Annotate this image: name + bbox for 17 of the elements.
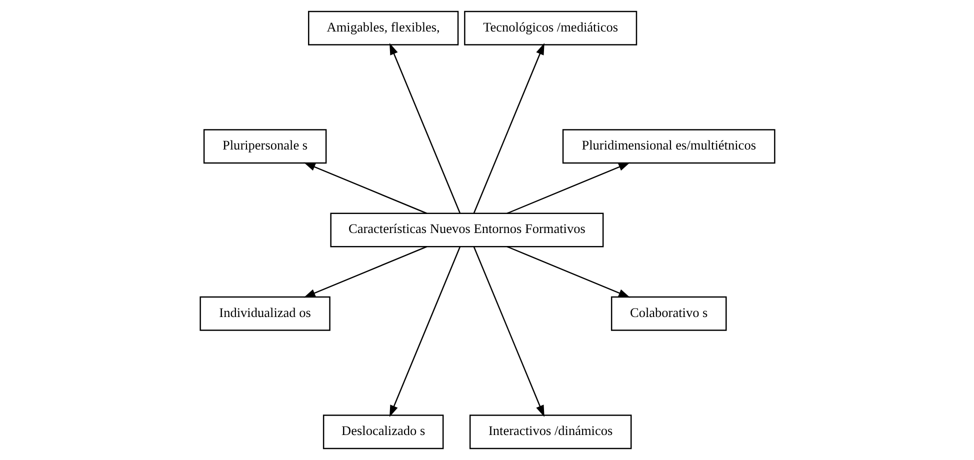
node-box: Pluripersonale s	[202, 129, 326, 164]
arrow	[472, 43, 544, 214]
node-box: Amigables, flexibles,	[308, 10, 458, 46]
node-box: Interactivos /dinámicos	[468, 414, 632, 450]
arrow	[389, 246, 460, 417]
arrow	[506, 162, 630, 214]
arrow	[303, 246, 427, 298]
node-box: Individualizad os	[199, 296, 330, 331]
arrow	[389, 43, 460, 214]
node-box: Tecnológicos /mediáticos	[464, 10, 637, 46]
arrow	[303, 162, 427, 214]
node-box: Deslocalizado s	[322, 414, 444, 450]
node-box: Pluridimensional es/multiétnicos	[562, 129, 775, 164]
node-box: Características Nuevos Entornos Formativos	[330, 212, 604, 248]
arrow	[472, 246, 544, 417]
arrow	[506, 246, 630, 298]
node-box: Colaborativo s	[610, 296, 726, 331]
